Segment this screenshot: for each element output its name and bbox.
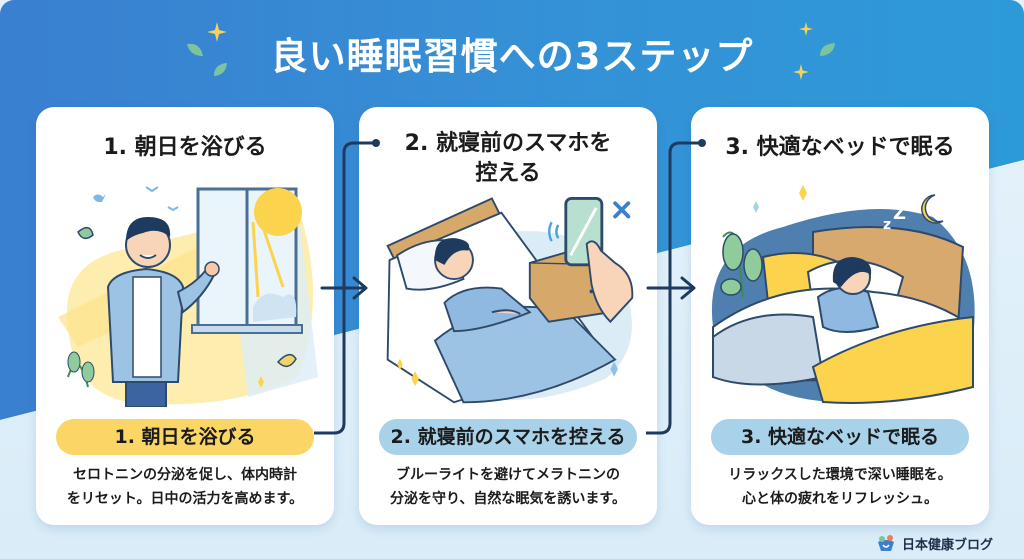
sparkle-icon (207, 22, 227, 42)
step-1-description: セロトニンの分泌を促し、体内時計 をリセット。日中の活力を高めます。 (66, 467, 304, 507)
step-2-description: ブルーライトを避けてメラトニンの 分泌を守り、自然な眠気を誘います。 (389, 467, 627, 507)
no-phone-before-bed-illustration (386, 197, 634, 404)
step-1-pill-label: 1. 朝日を浴びる (56, 419, 314, 455)
brand-logo-icon (878, 535, 894, 551)
morning-sun-illustration (58, 186, 318, 407)
step-connector-2-3 (646, 139, 706, 435)
step-card-2: 2. 就寝前のスマホを 控える 2. 就寝前のスマホを控える ブルーライトを避け… (359, 107, 657, 525)
page-title: 良い睡眠習慣への3ステップ (270, 35, 754, 78)
footer-brand: 日本健康ブログ (876, 533, 993, 553)
svg-text:Z: Z (893, 203, 906, 224)
svg-text:z: z (883, 217, 891, 233)
step-card-1: 1. 朝日を浴びる 1. 朝日を浴びる セロトニンの分泌を促し、体内時計 をリセ… (36, 107, 334, 525)
leaf-icon (214, 63, 227, 76)
comfortable-bed-sleep-illustration: z Z (711, 185, 975, 404)
leaf-icon (820, 43, 835, 56)
step-card-3: 3. 快適なベッドで眠る z Z 3. 快適なベッドで眠る リラックスした環境で… (691, 107, 989, 525)
brand-name: 日本健康ブログ (902, 537, 994, 553)
step-3-pill-label: 3. 快適なベッドで眠る (711, 419, 969, 455)
step-1-title: 1. 朝日を浴びる (103, 135, 267, 160)
leaf-icon (187, 43, 203, 56)
step-2-pill-label: 2. 就寝前のスマホを控える (379, 419, 637, 455)
step-2-title: 2. 就寝前のスマホを 控える (404, 131, 612, 186)
step-3-title: 3. 快適なベッドで眠る (725, 135, 955, 160)
step-3-description: リラックスした環境で深い睡眠を。 心と体の疲れをリフレッシュ。 (728, 467, 952, 507)
step-connector-1-2 (314, 139, 380, 435)
sparkle-icon (793, 64, 809, 80)
sparkle-icon (799, 22, 813, 36)
